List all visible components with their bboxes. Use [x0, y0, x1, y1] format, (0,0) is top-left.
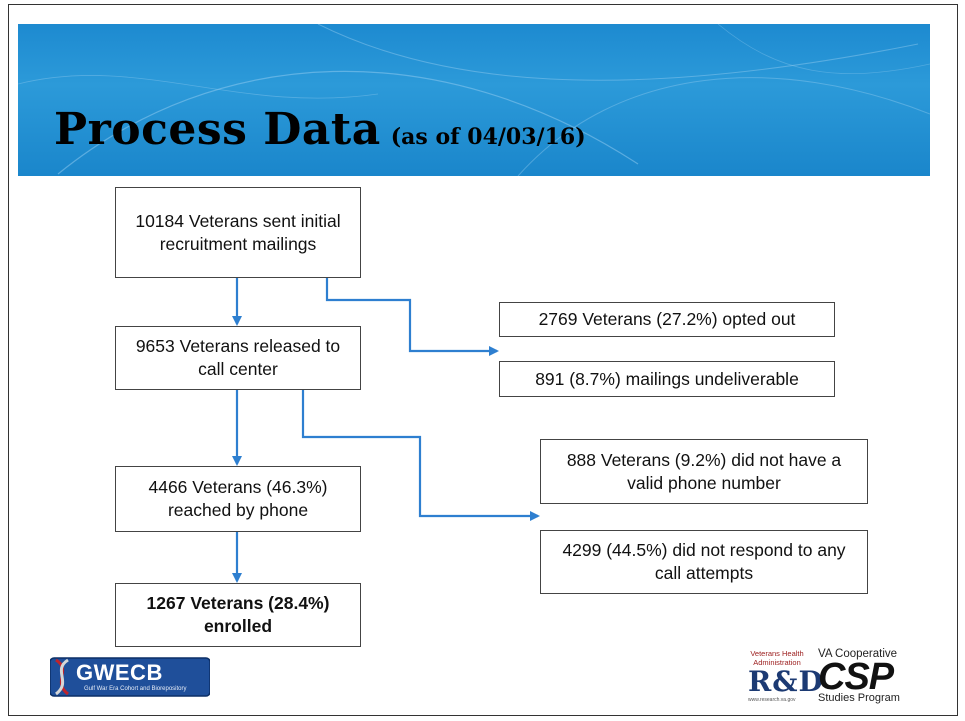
title-main: Process Data	[54, 104, 381, 155]
csp-logo-footer: Studies Program	[818, 692, 900, 704]
page-title: Process Data (as of 04/03/16)	[54, 104, 586, 155]
node-undeliverable: 891 (8.7%) mailings undeliverable	[499, 361, 835, 397]
node-no-response: 4299 (44.5%) did not respond to any call…	[540, 530, 868, 594]
header-banner	[18, 24, 930, 176]
rd-logo: R&D	[748, 665, 824, 698]
node-reached-by-phone: 4466 Veterans (46.3%) reached by phone	[115, 466, 361, 532]
node-enrolled: 1267 Veterans (28.4%) enrolled	[115, 583, 361, 647]
gwecb-logo	[50, 657, 210, 697]
node-no-valid-phone: 888 Veterans (9.2%) did not have a valid…	[540, 439, 868, 504]
arrow-released-to-noncontact	[301, 390, 540, 521]
node-opted-out: 2769 Veterans (27.2%) opted out	[499, 302, 835, 337]
csp-logo-header: VA Cooperative	[818, 648, 898, 660]
rd-logo-header: Veterans Health Administration	[750, 649, 804, 667]
node-mailings-sent: 10184 Veterans sent initial recruitment …	[115, 187, 361, 278]
gwecb-logo-text: GWECB	[76, 660, 163, 685]
node-released-call-center: 9653 Veterans released to call center	[115, 326, 361, 390]
rd-logo-url: www.research.va.gov	[748, 697, 796, 703]
banner-swirl-decoration	[18, 24, 930, 176]
arrow-sent-to-exclusions	[325, 278, 499, 356]
csp-logo: CSP	[818, 656, 894, 698]
gwecb-logo-subtitle: Gulf War Era Cohort and Biorepository	[84, 686, 187, 692]
title-date: (as of 04/03/16)	[390, 124, 586, 150]
